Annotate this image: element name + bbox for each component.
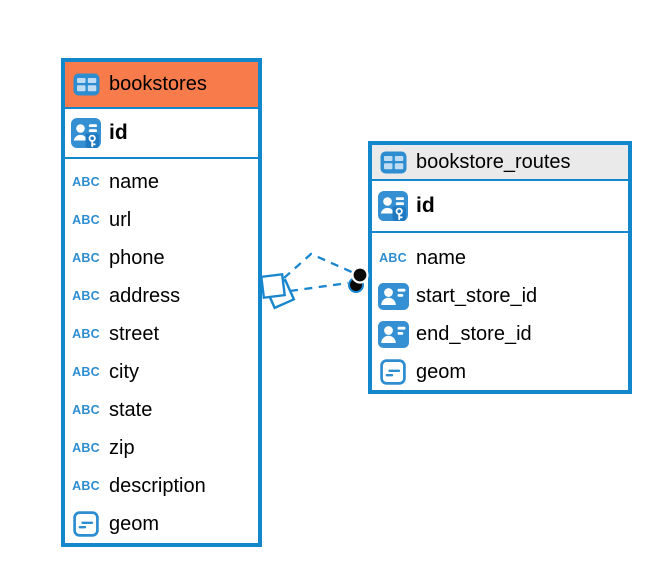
column-label: end_store_id xyxy=(416,322,532,345)
text-icon: ABC xyxy=(72,364,100,379)
column-row-name[interactable]: ABC name xyxy=(65,163,258,201)
column-row-geom[interactable]: geom xyxy=(65,505,258,543)
column-label: geom xyxy=(109,512,160,535)
column-row-zip[interactable]: ABC zip xyxy=(65,429,258,467)
column-row-start_store_id[interactable]: start_store_id xyxy=(372,277,628,315)
text-icon: ABC xyxy=(72,250,100,265)
column-row-city[interactable]: ABC city xyxy=(65,353,258,391)
relationship-line-upper[interactable] xyxy=(283,252,355,279)
column-label: state xyxy=(109,398,153,421)
table-header[interactable]: bookstores xyxy=(65,62,258,109)
relationship-dot-marker xyxy=(348,266,369,293)
text-icon: ABC xyxy=(72,174,100,189)
column-row-address[interactable]: ABC address xyxy=(65,277,258,315)
table-icon xyxy=(72,73,100,96)
column-label: geom xyxy=(416,360,467,383)
column-label: city xyxy=(109,360,139,383)
table-title: bookstores xyxy=(109,73,207,95)
text-icon: ABC xyxy=(72,288,100,303)
column-row-description[interactable]: ABC description xyxy=(65,467,258,505)
geometry-icon xyxy=(376,359,410,385)
table-title: bookstore_routes xyxy=(416,150,571,173)
geometry-icon xyxy=(69,511,103,537)
column-label: start_store_id xyxy=(416,284,538,307)
table-icon xyxy=(379,151,407,174)
column-label: name xyxy=(109,170,160,193)
entity-table-bookstore-routes[interactable]: bookstore_routes id ABC name start_store_i… xyxy=(368,141,632,394)
primary-key-row[interactable]: id xyxy=(372,181,628,233)
column-label: street xyxy=(109,322,160,345)
text-icon: ABC xyxy=(72,326,100,341)
primary-key-icon xyxy=(69,118,103,148)
column-label: url xyxy=(109,208,132,231)
column-row-phone[interactable]: ABC phone xyxy=(65,239,258,277)
text-icon: ABC xyxy=(72,440,100,455)
relationship-square-marker xyxy=(259,272,296,310)
primary-key-label: id xyxy=(109,121,128,144)
column-label: address xyxy=(109,284,181,307)
column-label: name xyxy=(416,246,467,269)
column-row-geom[interactable]: geom xyxy=(372,353,628,391)
column-row-state[interactable]: ABC state xyxy=(65,391,258,429)
text-icon: ABC xyxy=(72,212,100,227)
column-row-end_store_id[interactable]: end_store_id xyxy=(372,315,628,353)
text-icon: ABC xyxy=(379,250,407,265)
text-icon: ABC xyxy=(72,478,100,493)
table-header[interactable]: bookstore_routes xyxy=(372,145,628,181)
column-row-url[interactable]: ABC url xyxy=(65,201,258,239)
primary-key-label: id xyxy=(416,194,435,217)
relationship-line-lower[interactable] xyxy=(289,281,349,293)
foreign-key-icon xyxy=(376,282,410,310)
primary-key-icon xyxy=(376,191,410,221)
column-label: phone xyxy=(109,246,165,269)
foreign-key-icon xyxy=(376,320,410,348)
column-row-street[interactable]: ABC street xyxy=(65,315,258,353)
column-label: description xyxy=(109,474,206,497)
column-row-name[interactable]: ABC name xyxy=(372,239,628,277)
primary-key-row[interactable]: id xyxy=(65,109,258,159)
column-label: zip xyxy=(109,436,135,459)
text-icon: ABC xyxy=(72,402,100,417)
